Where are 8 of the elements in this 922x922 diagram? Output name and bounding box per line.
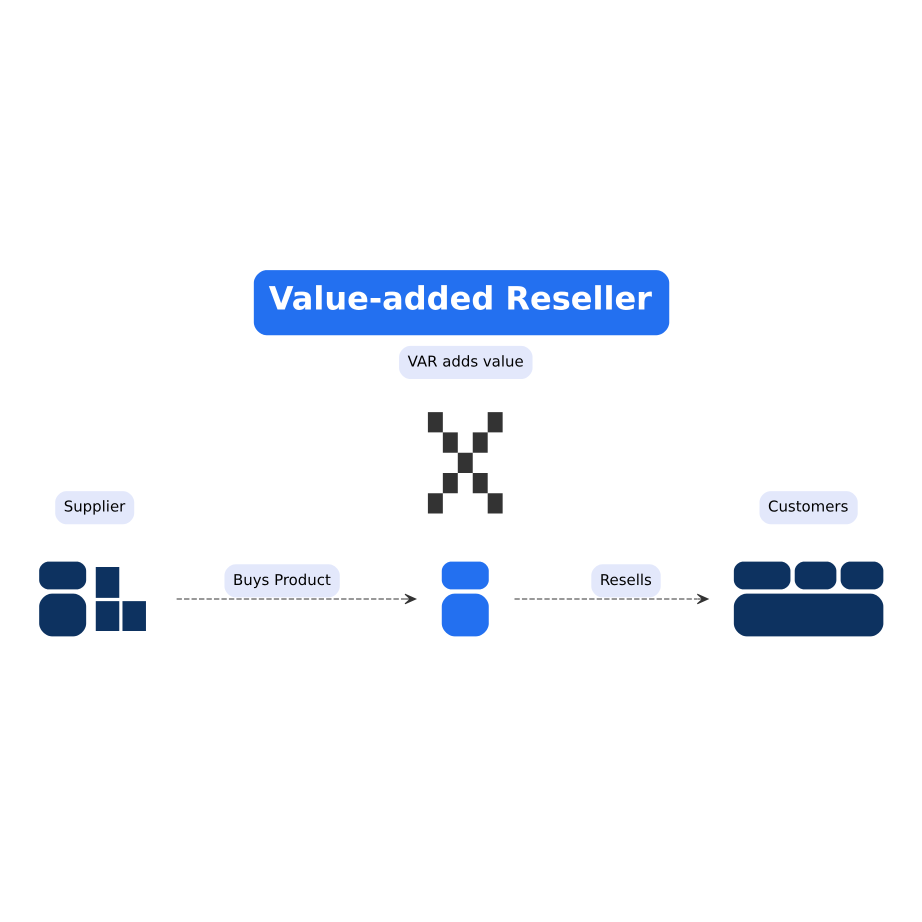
node-label: Customers	[768, 497, 848, 516]
arrow	[176, 593, 416, 604]
node-label: VAR adds value	[408, 352, 524, 370]
arrow	[514, 593, 709, 604]
edge-label: Buys Product	[233, 570, 331, 588]
edge-label: Resells	[600, 570, 652, 588]
diagram-title: Value-added Reseller	[268, 279, 652, 318]
node-label: Supplier	[64, 497, 126, 516]
